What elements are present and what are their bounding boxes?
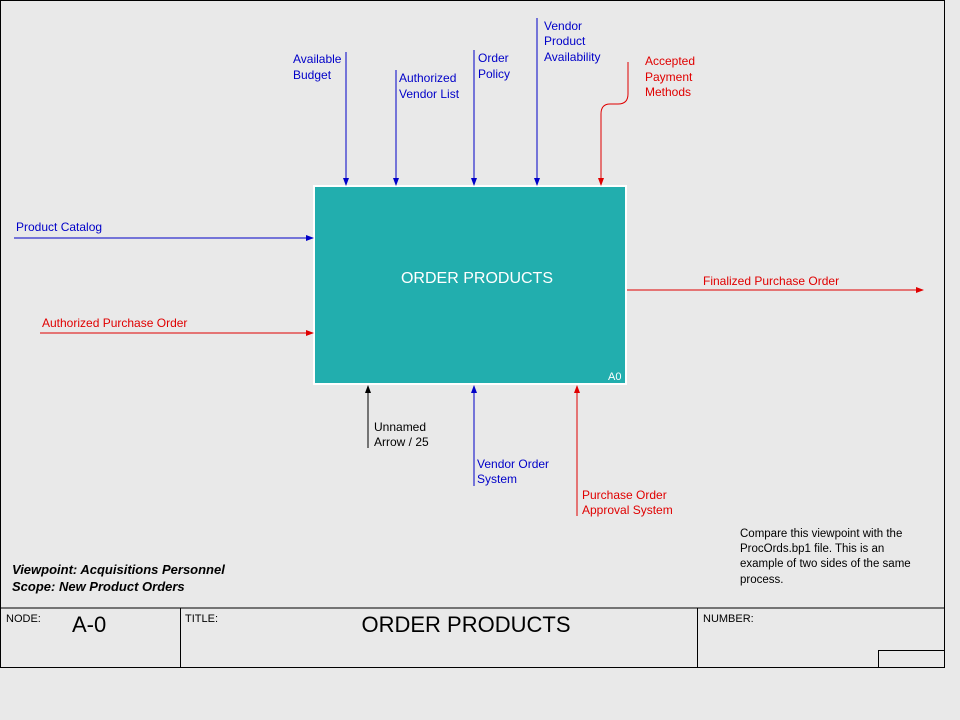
frame-number-label: NUMBER:	[703, 613, 754, 625]
activity-box-title: ORDER PRODUCTS	[401, 270, 553, 287]
arrow-label-vendor-product-availability: Vendor Product Availability	[544, 19, 600, 64]
arrow-label-purchase-order-approval-system: Purchase Order Approval System	[582, 488, 673, 517]
arrow-vendor-order-system[interactable]: Vendor Order System	[471, 385, 552, 486]
activity-box-id: A0	[608, 371, 621, 383]
frame-title-value: ORDER PRODUCTS	[361, 612, 570, 637]
frame-node-value: A-0	[72, 612, 106, 637]
diagram-border	[0, 0, 945, 668]
viewpoint-text: Viewpoint: Acquisitions Personnel	[12, 562, 225, 577]
arrow-authorized-purchase-order[interactable]: Authorized Purchase Order	[40, 316, 314, 336]
arrow-label-order-policy: Order Policy	[478, 51, 512, 81]
frame-footer: NODE: A-0 TITLE: ORDER PRODUCTS NUMBER:	[0, 607, 945, 668]
note-text: Compare this viewpoint with the ProcOrds…	[740, 528, 914, 586]
arrow-unnamed[interactable]: Unnamed Arrow / 25	[365, 385, 429, 449]
arrow-available-budget[interactable]: Available Budget	[293, 52, 349, 186]
arrow-label-unnamed: Unnamed Arrow / 25	[374, 420, 429, 449]
arrow-label-vendor-order-system: Vendor Order System	[477, 457, 552, 486]
frame-node-label: NODE:	[6, 613, 41, 625]
arrow-label-authorized-vendor-list: Authorized Vendor List	[399, 71, 460, 101]
arrow-order-policy[interactable]: Order Policy	[471, 50, 512, 186]
arrow-purchase-order-approval-system[interactable]: Purchase Order Approval System	[574, 385, 673, 517]
arrow-accepted-payment-methods[interactable]: Accepted Payment Methods	[598, 54, 698, 186]
arrow-label-finalized-purchase-order: Finalized Purchase Order	[703, 274, 839, 288]
activity-box-rect	[313, 185, 627, 385]
arrow-product-catalog[interactable]: Product Catalog	[14, 220, 314, 241]
arrow-vendor-product-availability[interactable]: Vendor Product Availability	[534, 18, 600, 186]
arrow-label-accepted-payment-methods: Accepted Payment Methods	[645, 54, 698, 99]
frame-page-box	[878, 650, 945, 668]
frame-title-label: TITLE:	[185, 613, 218, 625]
arrow-finalized-purchase-order[interactable]: Finalized Purchase Order	[627, 274, 924, 293]
scope-text: Scope: New Product Orders	[12, 579, 185, 594]
arrow-label-authorized-purchase-order: Authorized Purchase Order	[42, 316, 187, 330]
arrow-label-available-budget: Available Budget	[293, 52, 345, 82]
arrow-label-product-catalog: Product Catalog	[16, 220, 102, 234]
activity-box[interactable]: ORDER PRODUCTS A0	[313, 185, 627, 385]
arrow-authorized-vendor-list[interactable]: Authorized Vendor List	[393, 70, 460, 186]
